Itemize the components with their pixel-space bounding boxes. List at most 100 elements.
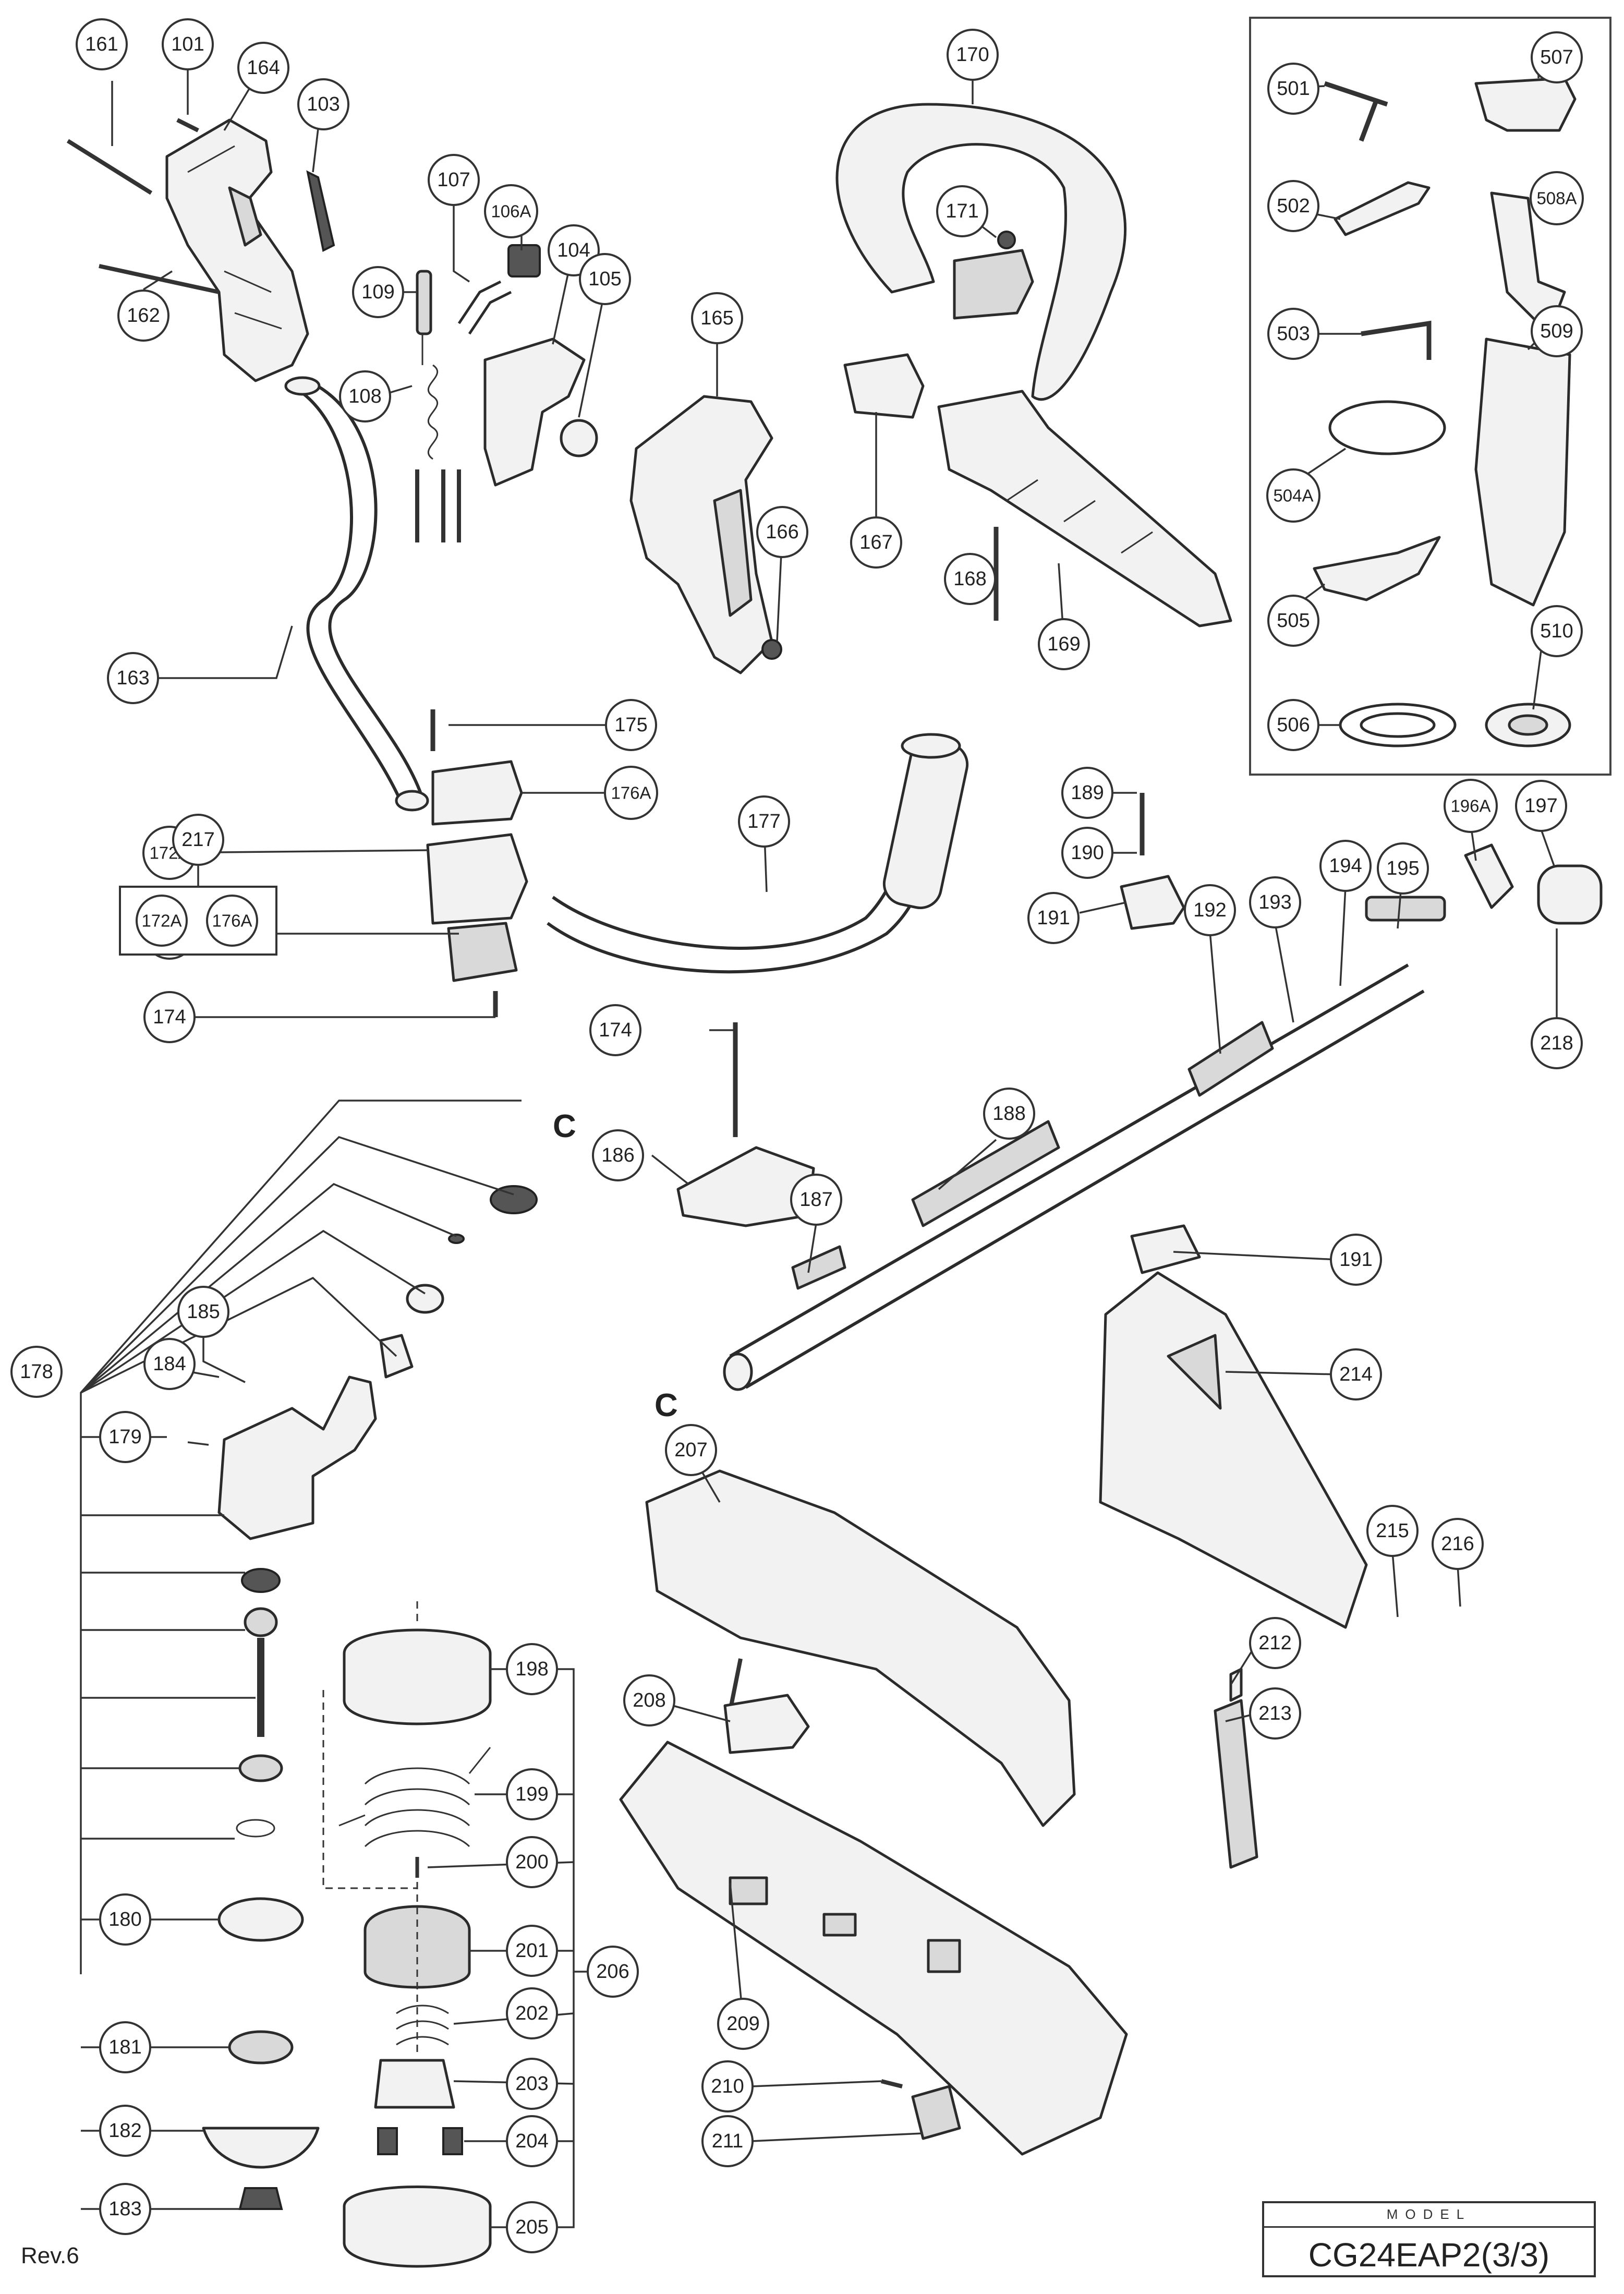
accessory-illustrations	[1313, 77, 1577, 747]
callout-178: 178	[10, 1346, 63, 1398]
svg-text:501: 501	[1277, 78, 1310, 100]
svg-text:194: 194	[1329, 855, 1362, 877]
model-divider	[1264, 2226, 1594, 2228]
callout-176A: 176A	[604, 766, 658, 820]
svg-text:200: 200	[515, 1851, 548, 1873]
callout-205: 205	[506, 2201, 558, 2253]
callout-103: 103	[297, 78, 349, 130]
svg-text:509: 509	[1540, 320, 1573, 342]
svg-text:218: 218	[1540, 1032, 1573, 1054]
callout-105: 105	[579, 253, 631, 305]
svg-text:179: 179	[108, 1426, 141, 1448]
callout-170: 170	[947, 29, 999, 81]
callout-218: 218	[1531, 1017, 1583, 1069]
model-caption: MODEL	[1386, 2206, 1472, 2222]
callout-502: 502	[1267, 180, 1319, 232]
svg-text:106A: 106A	[491, 202, 531, 221]
callout-204: 204	[506, 2115, 558, 2167]
accessories-panel	[1249, 17, 1611, 776]
callout-183: 183	[99, 2183, 151, 2235]
svg-text:196A: 196A	[1450, 796, 1490, 816]
callout-211: 211	[701, 2115, 754, 2167]
callout-106A: 106A	[484, 184, 538, 238]
svg-text:108: 108	[348, 385, 381, 407]
callout-505: 505	[1267, 595, 1319, 647]
svg-text:508A: 508A	[1536, 189, 1577, 208]
screw-plate-210-211	[881, 2079, 961, 2140]
marker-c-bottom: C	[655, 1387, 678, 1423]
callout-169: 169	[1038, 618, 1090, 670]
svg-text:191: 191	[1339, 1249, 1372, 1271]
svg-text:502: 502	[1277, 195, 1310, 217]
svg-text:195: 195	[1386, 858, 1419, 879]
callout-201: 201	[506, 1925, 558, 1977]
clamp-208	[723, 1694, 810, 1754]
svg-text:169: 169	[1047, 633, 1080, 655]
callout-217: 217	[181, 829, 214, 851]
callout-189: 189	[1061, 767, 1113, 819]
svg-text:166: 166	[766, 521, 798, 543]
callout-507: 507	[1531, 31, 1583, 83]
svg-text:174: 174	[599, 1019, 632, 1041]
callout-209: 209	[717, 1998, 769, 2050]
callout-179: 179	[99, 1411, 151, 1463]
throttle-housing-front	[483, 337, 598, 487]
handle-mount-clamps	[426, 709, 528, 1017]
svg-text:204: 204	[515, 2130, 548, 2152]
handle-grip	[629, 395, 782, 674]
svg-text:205: 205	[515, 2216, 548, 2238]
svg-text:171: 171	[946, 200, 978, 222]
callout-175: 175	[605, 699, 657, 751]
svg-text:103: 103	[307, 93, 340, 115]
svg-text:101: 101	[171, 33, 204, 55]
guard-209	[619, 1741, 1128, 2156]
callout-109: 109	[352, 266, 404, 318]
svg-text:192: 192	[1193, 899, 1226, 921]
marker-c-top: C	[553, 1108, 576, 1144]
callout-191-lower: 191	[1330, 1234, 1382, 1286]
callout-197: 197	[1515, 780, 1567, 832]
model-code: CG24EAP2(3/3)	[1308, 2236, 1550, 2274]
callout-207: 207	[665, 1424, 717, 1476]
callout-107: 107	[428, 154, 480, 206]
callout-166: 166	[756, 506, 808, 558]
callout-202: 202	[506, 1987, 558, 2039]
pipe-labels	[791, 1021, 1274, 1290]
svg-text:193: 193	[1258, 891, 1291, 913]
svg-text:506: 506	[1277, 714, 1310, 736]
svg-text:215: 215	[1376, 1520, 1409, 1542]
callout-108: 108	[339, 370, 391, 422]
svg-text:164: 164	[247, 57, 280, 79]
callout-506: 506	[1267, 699, 1319, 751]
set-217-item-176A: 176A	[212, 911, 252, 931]
svg-text:184: 184	[153, 1353, 186, 1375]
shaft-clamps	[1120, 793, 1201, 1274]
svg-text:185: 185	[187, 1301, 220, 1323]
callout-196A: 196A	[1444, 779, 1498, 833]
svg-text:209: 209	[726, 2013, 759, 2035]
callout-216: 216	[1432, 1518, 1484, 1570]
svg-text:182: 182	[108, 2120, 141, 2142]
svg-text:162: 162	[127, 305, 160, 327]
revision-label: Rev.6	[21, 2243, 79, 2268]
callout-177: 177	[738, 795, 790, 848]
callout-182: 182	[99, 2105, 151, 2157]
svg-text:214: 214	[1339, 1363, 1372, 1385]
callout-174-right: 174	[589, 1004, 641, 1056]
svg-text:176A: 176A	[611, 783, 651, 803]
callout-188: 188	[983, 1088, 1035, 1140]
callout-213: 213	[1249, 1687, 1301, 1740]
handle-clamp-lower	[843, 353, 925, 419]
callout-194: 194	[1319, 840, 1372, 892]
set-217	[119, 814, 277, 956]
svg-text:180: 180	[108, 1909, 141, 1930]
svg-text:104: 104	[557, 239, 590, 261]
svg-text:503: 503	[1277, 323, 1310, 345]
svg-text:197: 197	[1524, 795, 1557, 817]
svg-text:507: 507	[1540, 46, 1573, 68]
svg-text:213: 213	[1258, 1703, 1291, 1724]
callout-208: 208	[623, 1674, 675, 1726]
svg-text:107: 107	[437, 169, 470, 191]
callout-190: 190	[1061, 827, 1113, 879]
svg-text:181: 181	[108, 2036, 141, 2058]
